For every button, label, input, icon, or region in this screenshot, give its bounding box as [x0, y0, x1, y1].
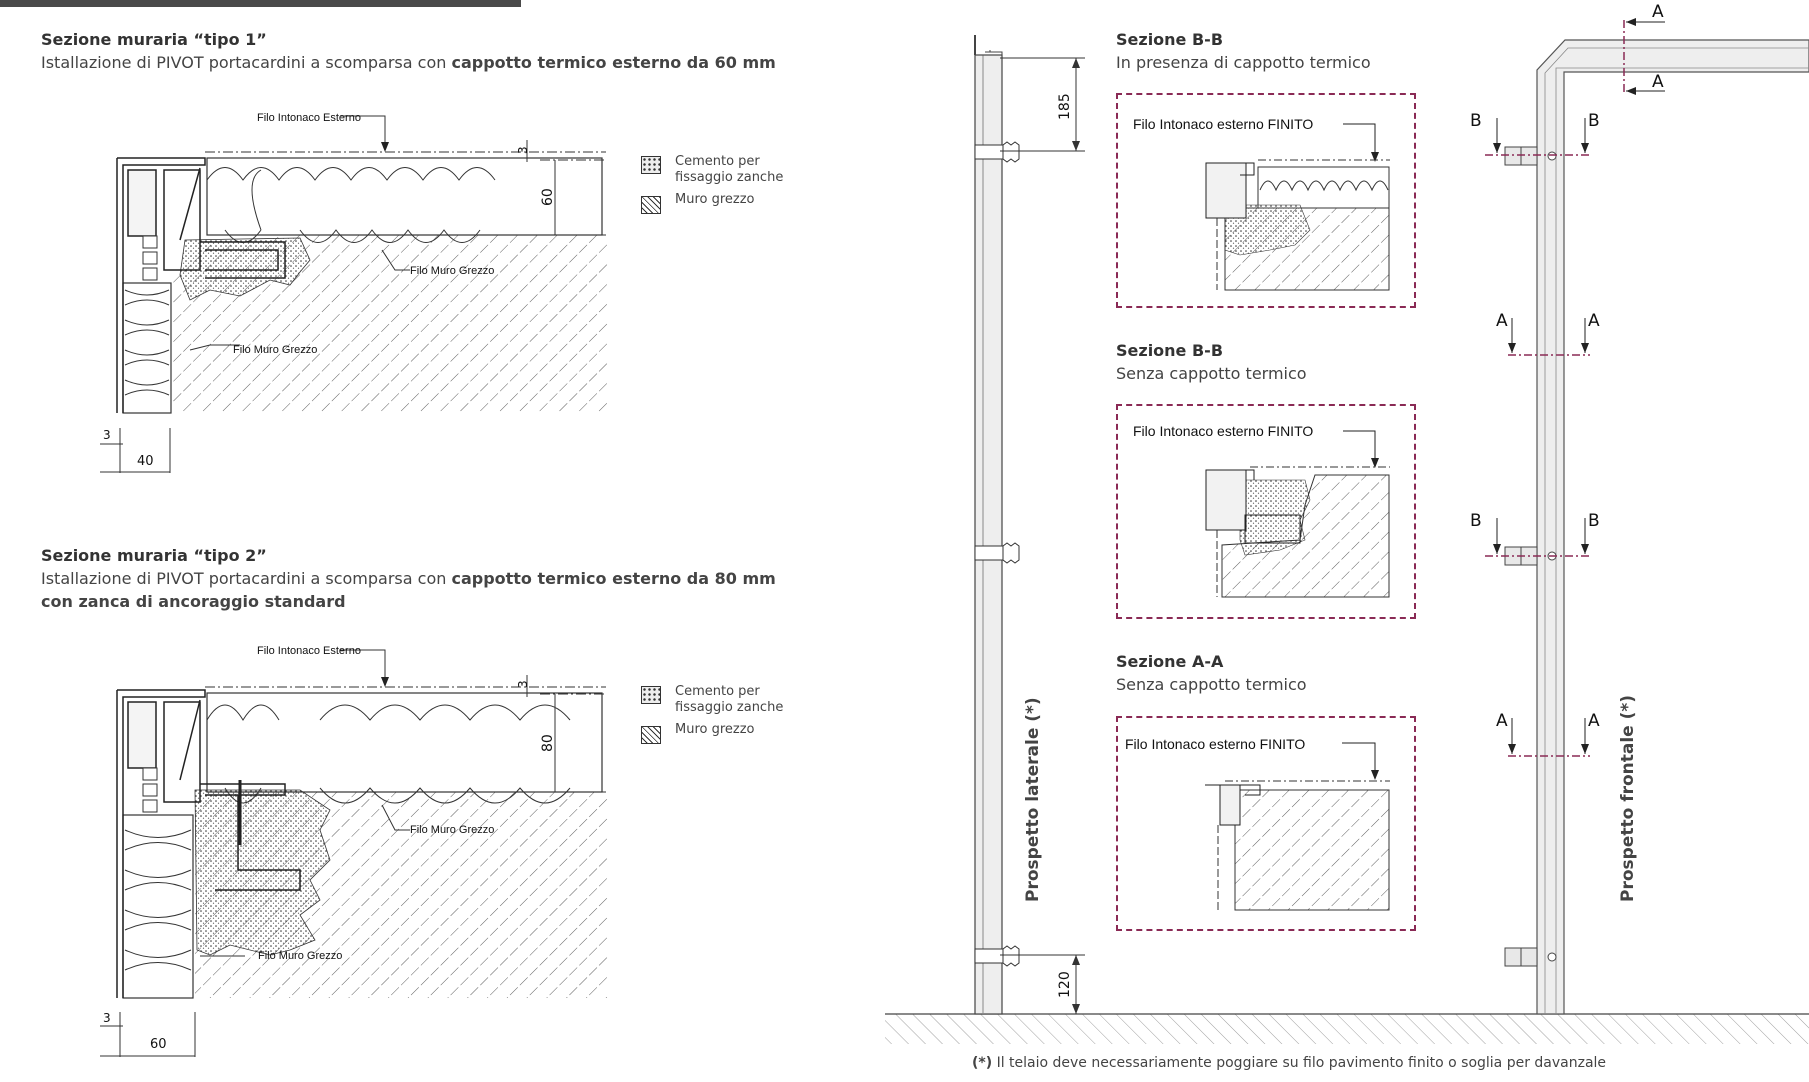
tipo2-section-drawing	[100, 649, 608, 1057]
section-2-label: Filo Intonaco esterno FINITO	[1133, 423, 1314, 439]
section-3-subtitle: Senza cappotto termico	[1116, 675, 1307, 694]
tipo1-section-drawing	[100, 115, 608, 473]
cut-letter-a-2-right: A	[1588, 711, 1600, 731]
cut-letter-b-1-left: B	[1470, 111, 1482, 131]
cut-letter-a-2-left: A	[1496, 711, 1508, 731]
top-bar	[0, 0, 521, 7]
section-1-label: Filo Intonaco esterno FINITO	[1133, 116, 1314, 132]
tipo1-label-muro-1: Filo Muro Grezzo	[410, 265, 495, 277]
tipo2-label-muro-2: Filo Muro Grezzo	[258, 950, 343, 962]
tipo2-description: Istallazione di PIVOT portacardini a sco…	[41, 569, 776, 588]
legend-muro-swatch-2	[641, 726, 661, 744]
tipo1-label-muro-2: Filo Muro Grezzo	[233, 344, 318, 356]
section-3-label: Filo Intonaco esterno FINITO	[1125, 736, 1306, 752]
section-1-title: Sezione B-B	[1116, 30, 1224, 49]
cut-letter-b-2-right: B	[1588, 511, 1600, 531]
tipo2-title: Sezione muraria “tipo 2”	[41, 546, 267, 565]
legend-muro-2: Muro grezzo	[675, 722, 755, 737]
section-1-subtitle: In presenza di cappotto termico	[1116, 53, 1371, 72]
section-3-title: Sezione A-A	[1116, 652, 1224, 671]
cut-letter-a-1-right: A	[1588, 311, 1600, 331]
tipo1-desc-bold: cappotto termico esterno da 60 mm	[451, 53, 776, 72]
legend-cemento-swatch-2	[641, 686, 661, 704]
tipo1-desc-plain: Istallazione di PIVOT portacardini a sco…	[41, 53, 452, 72]
section-3-box	[1116, 716, 1416, 931]
legend-cemento-swatch-1	[641, 156, 661, 174]
tipo2-label-intonaco: Filo Intonaco Esterno	[257, 645, 361, 657]
cut-letter-a-top-2: A	[1652, 72, 1664, 92]
footnote: (*) Il telaio deve necessariamente poggi…	[972, 1055, 1606, 1071]
tipo2-dim-3-bottom: 3	[103, 1011, 111, 1025]
cut-letter-a-1-left: A	[1496, 311, 1508, 331]
tipo1-label-intonaco: Filo Intonaco Esterno	[257, 112, 361, 124]
legend-muro-swatch-1	[641, 196, 661, 214]
cut-letter-b-2-left: B	[1470, 511, 1482, 531]
legend-muro-1: Muro grezzo	[675, 192, 755, 207]
footnote-marker: (*)	[972, 1055, 993, 1071]
tipo2-desc-bold-2: con zanca di ancoraggio standard	[41, 592, 346, 611]
section-2-box	[1116, 404, 1416, 619]
cut-letter-b-1-right: B	[1588, 111, 1600, 131]
section-1-box	[1116, 93, 1416, 308]
tipo2-label-muro-1: Filo Muro Grezzo	[410, 824, 495, 836]
cut-letter-a-top: A	[1652, 2, 1664, 22]
footnote-text: Il telaio deve necessariamente poggiare …	[992, 1055, 1607, 1071]
tipo1-description: Istallazione di PIVOT portacardini a sco…	[41, 53, 776, 72]
tipo2-dim-bottom: 60	[150, 1037, 167, 1052]
section-2-subtitle: Senza cappotto termico	[1116, 364, 1307, 383]
tipo1-dim-bottom: 40	[137, 454, 154, 469]
tipo1-dim-3-bottom: 3	[103, 428, 111, 442]
tipo1-title: Sezione muraria “tipo 1”	[41, 30, 267, 49]
tipo2-desc-bold-1: cappotto termico esterno da 80 mm	[451, 569, 776, 588]
section-2-title: Sezione B-B	[1116, 341, 1224, 360]
tipo2-desc-plain: Istallazione di PIVOT portacardini a sco…	[41, 569, 452, 588]
